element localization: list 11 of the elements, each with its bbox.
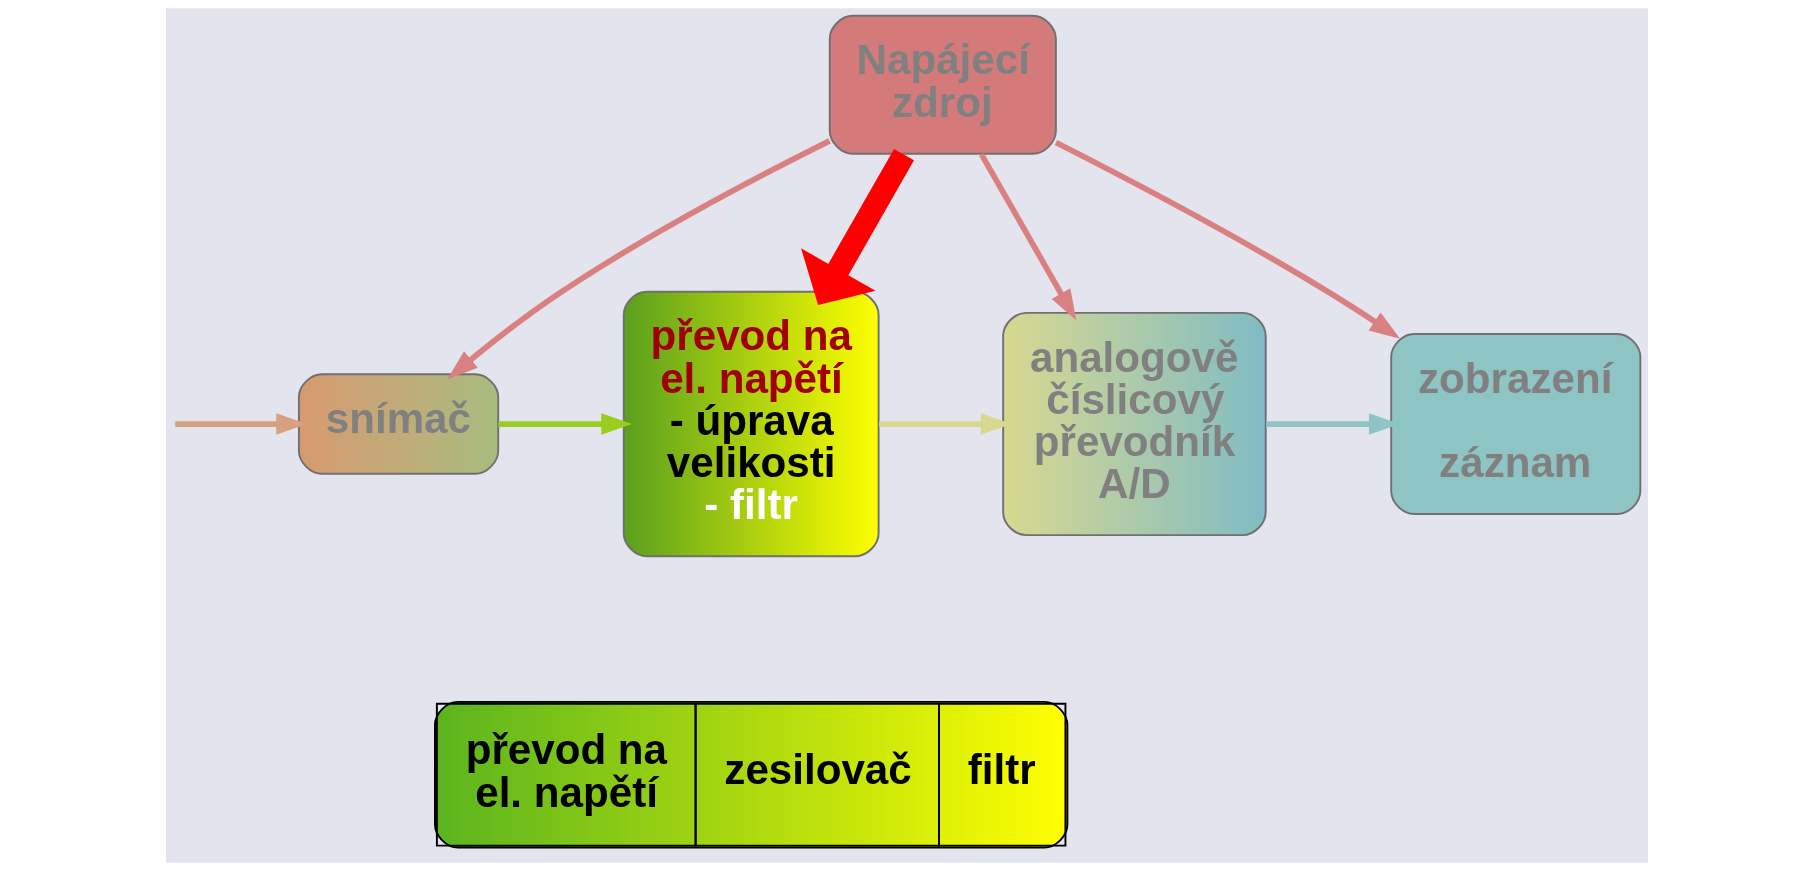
arrow	[979, 153, 1077, 321]
node-box: snímač	[297, 373, 500, 475]
arrow	[801, 148, 914, 305]
node-box: Napájecí zdroj	[828, 14, 1057, 155]
arrow	[1054, 140, 1401, 339]
node-box: převod na el. napětí - úprava velikosti - filtr	[622, 290, 880, 558]
arrow	[498, 413, 632, 435]
arrow	[175, 413, 307, 435]
arrow	[447, 138, 831, 380]
node-box: analogově číslicový převodník A/D	[1002, 311, 1267, 537]
node-box: zobrazení záznam	[1390, 333, 1642, 516]
